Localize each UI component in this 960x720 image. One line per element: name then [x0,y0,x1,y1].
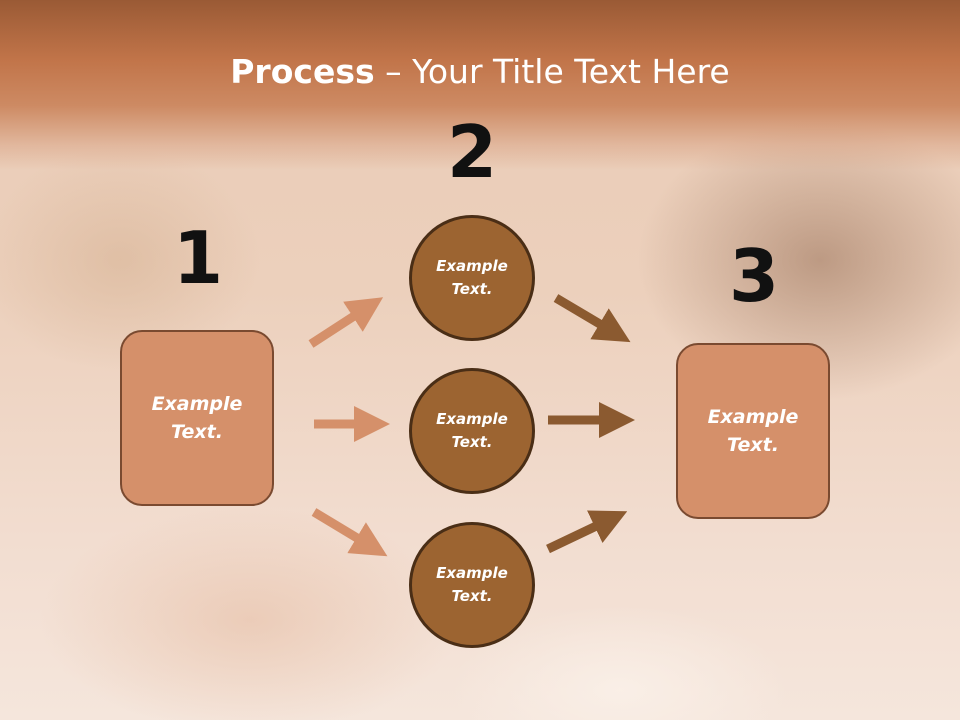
title-dash: – [374,52,413,91]
circle-bottom-line1: Example [436,563,508,582]
header-band [0,0,960,170]
step-number-1: 1 [172,216,224,300]
step-1-box: Example Text. [120,330,274,506]
slide-title: Process – Your Title Text Here [0,52,960,91]
circle-top-line1: Example [436,256,508,275]
circle-top-line2: Text. [451,280,493,298]
step-3-box: Example Text. [676,343,830,519]
title-rest: Your Title Text Here [412,52,730,91]
circle-middle-line2: Text. [451,433,493,451]
step-3-line2: Text. [727,434,779,456]
circle-middle-line1: Example [436,409,508,428]
step-2-circle-top: Example Text. [409,215,535,341]
step-3-line1: Example [707,405,799,428]
title-bold: Process [230,52,375,91]
circle-bottom-line2: Text. [451,587,493,605]
arrow-left-to-bottom [311,508,388,557]
step-1-line1: Example [151,392,243,415]
step-1-line2: Text. [171,421,223,443]
arrow-bottom-to-right [546,510,628,554]
step-number-2: 2 [446,110,498,194]
step-2-circle-bottom: Example Text. [409,522,535,648]
step-2-circle-middle: Example Text. [409,368,535,494]
arrow-left-to-top [308,297,384,348]
step-number-3: 3 [728,234,780,318]
arrow-top-to-right [553,294,631,343]
